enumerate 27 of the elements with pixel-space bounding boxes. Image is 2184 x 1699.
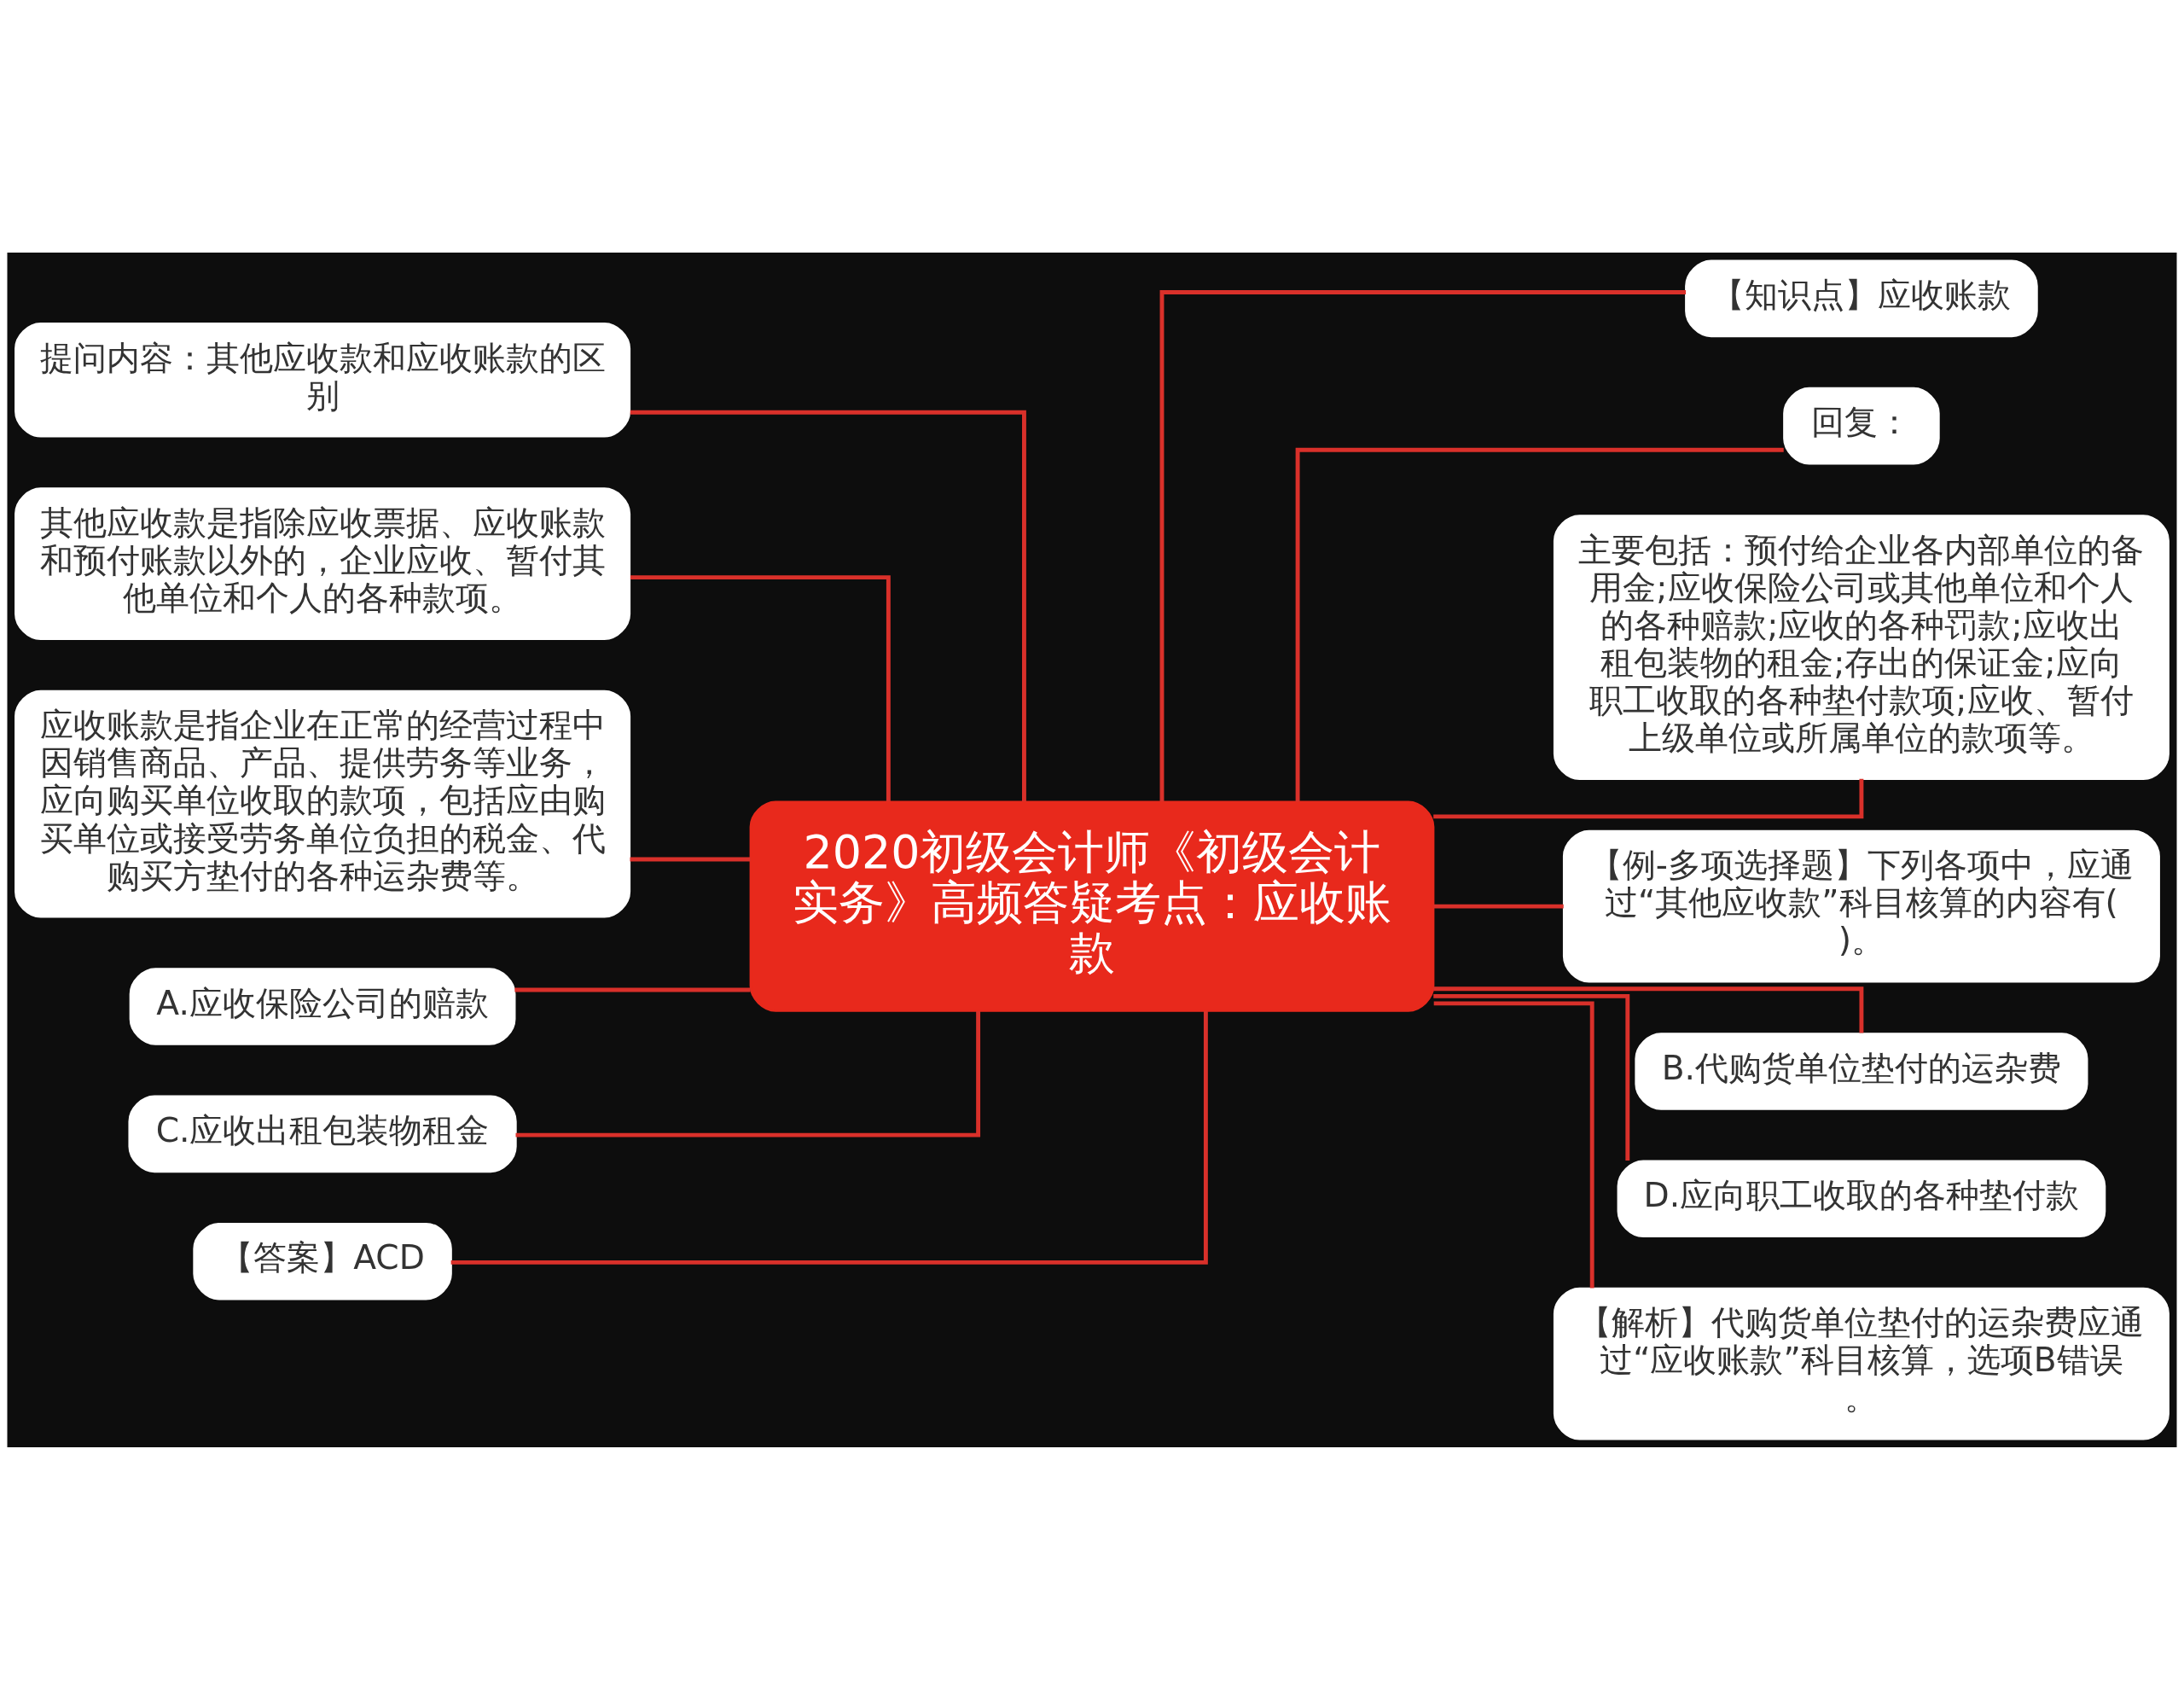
connector [630, 857, 751, 861]
node-box: 提问内容：其他应收款和应收账款的区别 [15, 322, 631, 438]
node-box: 【答案】ACD [193, 1222, 452, 1300]
connector [1433, 904, 1564, 909]
node-box: C.应收出租包装物租金 [128, 1095, 517, 1172]
connector [515, 1010, 981, 1138]
node-box: 2020初级会计师《初级会计实务》高频答疑考点：应收账款 [749, 800, 1435, 1012]
node-box: 【解析】代购货单位垫付的运杂费应通过“应收账款”科目核算，选项B错误。 [1553, 1287, 2169, 1440]
connector [1433, 986, 1864, 1033]
node-box: B.代购货单位垫付的运杂费 [1635, 1032, 2088, 1110]
node-box: 主要包括：预付给企业各内部单位的备用金;应收保险公司或其他单位和个人的各种赔款;应收的各种罚款;应收出租包装物的租金;存出的保证金;应向职工收取的各种垫付款项;应收、暂付上级单位或所属单位的款项等。 [1553, 514, 2169, 780]
connector [1159, 289, 1687, 801]
node-box: 回复： [1783, 387, 1940, 464]
connector [514, 987, 751, 992]
connector [450, 1010, 1208, 1265]
node-box: 【例-多项选择题】下列各项中，应通过“其他应收款”科目核算的内容有()。 [1562, 829, 2160, 982]
connector [1433, 993, 1630, 1161]
node-box: 【知识点】应收账款 [1685, 259, 2038, 337]
connector [1295, 447, 1784, 801]
node-box: 其他应收款是指除应收票据、应收账款和预付账款以外的，企业应收、暂付其他单位和个人的各种款项。 [15, 486, 631, 640]
connector [1433, 1000, 1594, 1289]
connector [1433, 778, 1864, 818]
connector [630, 574, 891, 801]
connector [630, 410, 1026, 801]
node-box: 应收账款是指企业在正常的经营过程中因销售商品、产品、提供劳务等业务，应向购买单位收取的款项，包括应由购买单位或接受劳务单位负担的税金、代购买方垫付的各种运杂费等。 [15, 689, 631, 918]
node-box: D.应向职工收取的各种垫付款 [1617, 1159, 2106, 1237]
node-box: A.应收保险公司的赔款 [129, 967, 516, 1045]
